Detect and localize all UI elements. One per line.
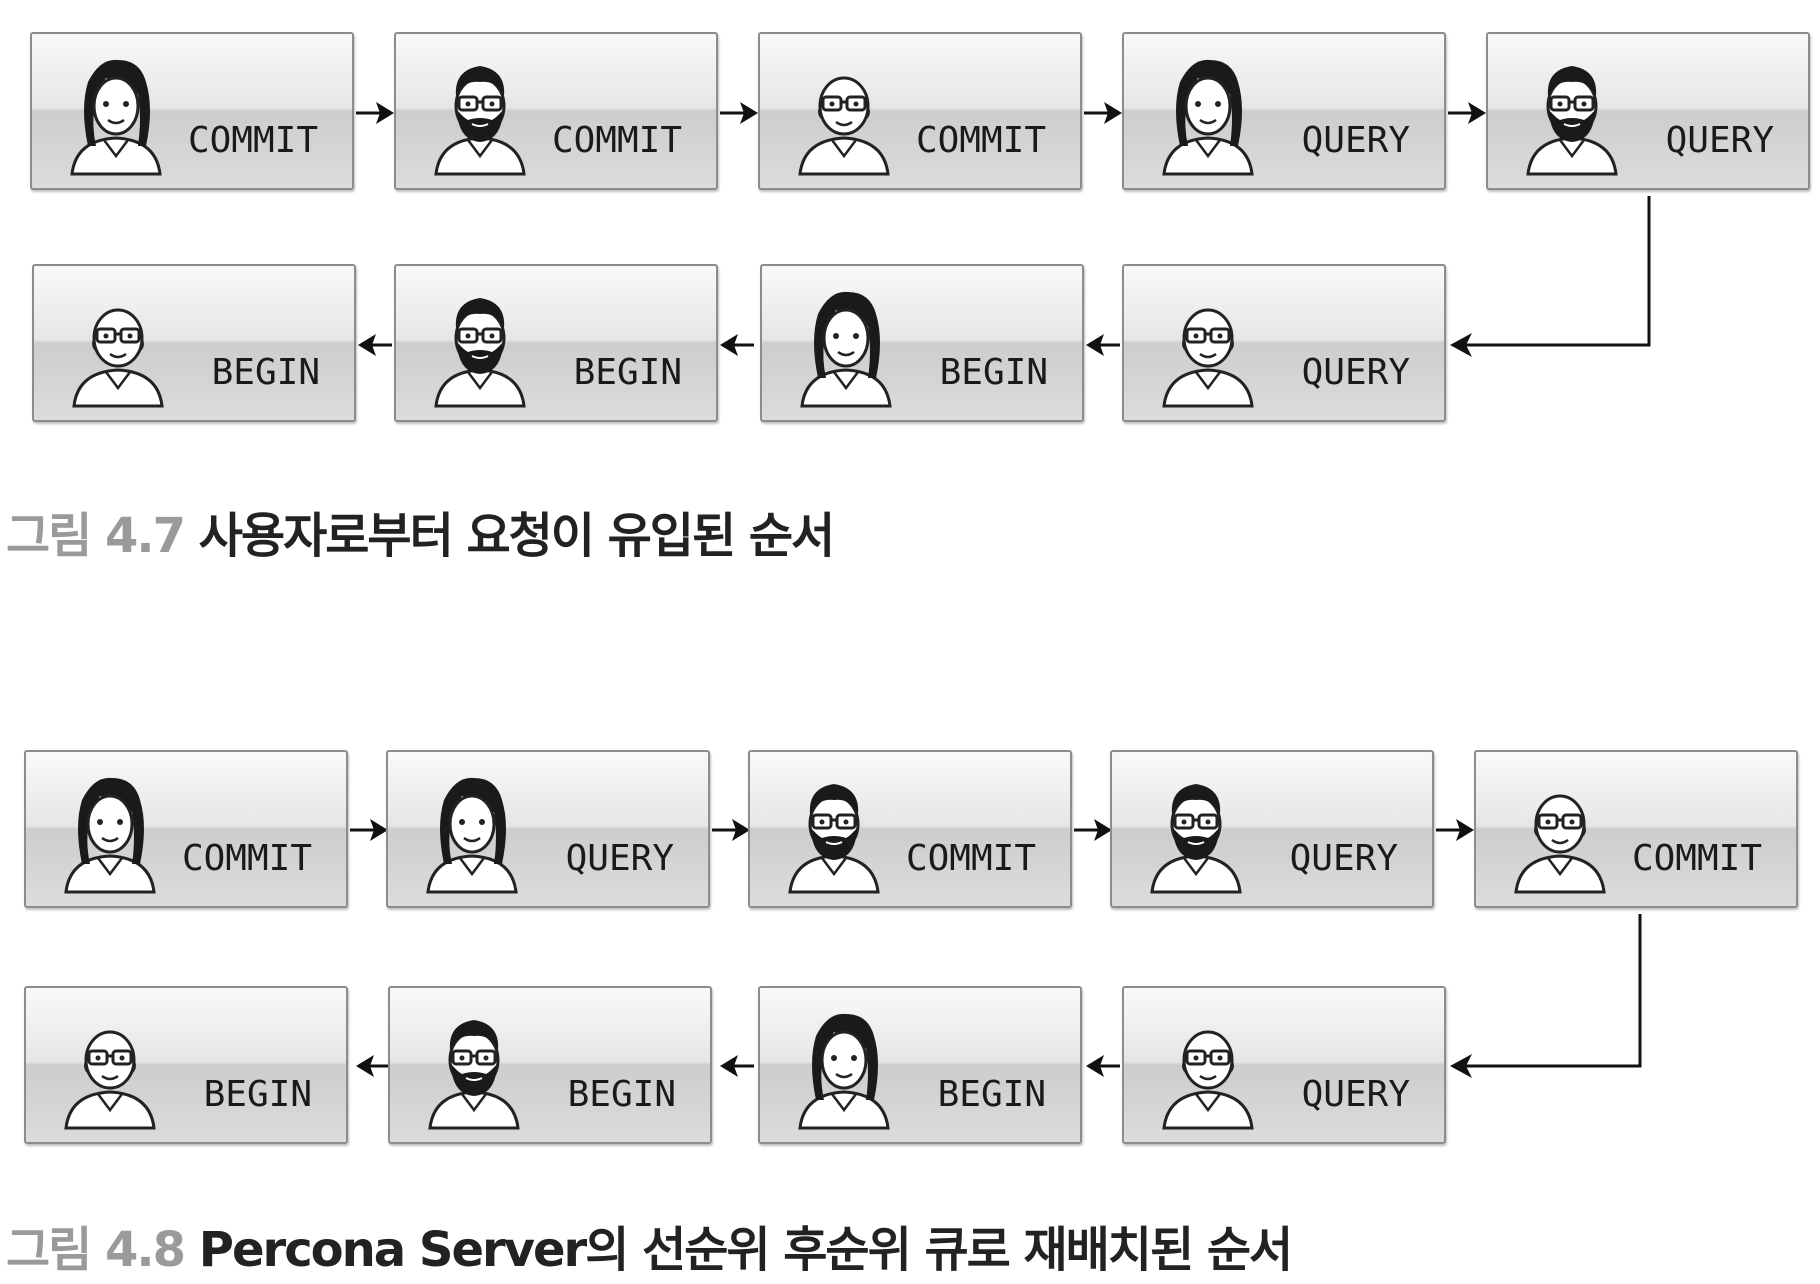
- figure-4-7: COMMIT COMMIT COMMIT QUERY QUERY BEGIN BEGIN BE…: [0, 0, 1820, 580]
- request-type-label: QUERY: [565, 838, 674, 879]
- request-type-label: BEGIN: [203, 1074, 312, 1115]
- figure-number: 그림 4.7: [6, 508, 186, 564]
- request-card: QUERY: [1122, 986, 1446, 1144]
- bald-man-avatar-icon: [794, 48, 894, 176]
- request-card: QUERY: [1486, 32, 1810, 190]
- woman-avatar-icon: [796, 280, 896, 408]
- figure-title: Percona Server의 선순위 후순위 큐로 재배치된 순서: [198, 1222, 1293, 1278]
- figure-number: 그림 4.8: [6, 1222, 186, 1278]
- request-type-label: COMMIT: [905, 838, 1036, 879]
- request-card: BEGIN: [32, 264, 356, 422]
- bearded-man-avatar-icon: [424, 1002, 524, 1130]
- request-type-label: QUERY: [1665, 120, 1774, 161]
- request-type-label: BEGIN: [937, 1074, 1046, 1115]
- woman-avatar-icon: [794, 1002, 894, 1130]
- request-card: COMMIT: [758, 32, 1082, 190]
- bearded-man-avatar-icon: [430, 280, 530, 408]
- request-card: COMMIT: [1474, 750, 1798, 908]
- request-type-label: BEGIN: [939, 352, 1048, 393]
- bald-man-avatar-icon: [1158, 280, 1258, 408]
- figure-title: 사용자로부터 요청이 유입된 순서: [198, 508, 835, 564]
- request-type-label: BEGIN: [573, 352, 682, 393]
- bald-man-avatar-icon: [68, 280, 168, 408]
- request-type-label: BEGIN: [211, 352, 320, 393]
- bearded-man-avatar-icon: [430, 48, 530, 176]
- request-card: BEGIN: [388, 986, 712, 1144]
- bearded-man-avatar-icon: [1522, 48, 1622, 176]
- request-type-label: COMMIT: [181, 838, 312, 879]
- bald-man-avatar-icon: [60, 1002, 160, 1130]
- woman-avatar-icon: [60, 766, 160, 894]
- request-card: QUERY: [386, 750, 710, 908]
- bearded-man-avatar-icon: [1146, 766, 1246, 894]
- bald-man-avatar-icon: [1158, 1002, 1258, 1130]
- request-type-label: QUERY: [1301, 352, 1410, 393]
- bald-man-avatar-icon: [1510, 766, 1610, 894]
- request-card: COMMIT: [30, 32, 354, 190]
- request-card: QUERY: [1122, 32, 1446, 190]
- figure-4-8: COMMIT QUERY COMMIT QUERY COMMIT BEGIN BEGIN BE…: [0, 720, 1820, 1284]
- request-card: QUERY: [1110, 750, 1434, 908]
- woman-avatar-icon: [1158, 48, 1258, 176]
- woman-avatar-icon: [422, 766, 522, 894]
- request-type-label: QUERY: [1301, 120, 1410, 161]
- request-card: QUERY: [1122, 264, 1446, 422]
- woman-avatar-icon: [66, 48, 166, 176]
- request-card: COMMIT: [24, 750, 348, 908]
- request-card: BEGIN: [394, 264, 718, 422]
- request-card: COMMIT: [748, 750, 1072, 908]
- request-type-label: COMMIT: [915, 120, 1046, 161]
- request-type-label: COMMIT: [551, 120, 682, 161]
- figure-caption: 그림 4.7 사용자로부터 요청이 유입된 순서: [6, 496, 835, 566]
- request-card: BEGIN: [758, 986, 1082, 1144]
- request-card: BEGIN: [24, 986, 348, 1144]
- request-type-label: COMMIT: [1631, 838, 1762, 879]
- request-type-label: QUERY: [1301, 1074, 1410, 1115]
- request-type-label: COMMIT: [187, 120, 318, 161]
- figure-caption: 그림 4.8 Percona Server의 선순위 후순위 큐로 재배치된 순…: [6, 1210, 1293, 1280]
- request-type-label: QUERY: [1289, 838, 1398, 879]
- bearded-man-avatar-icon: [784, 766, 884, 894]
- request-card: COMMIT: [394, 32, 718, 190]
- request-type-label: BEGIN: [567, 1074, 676, 1115]
- request-card: BEGIN: [760, 264, 1084, 422]
